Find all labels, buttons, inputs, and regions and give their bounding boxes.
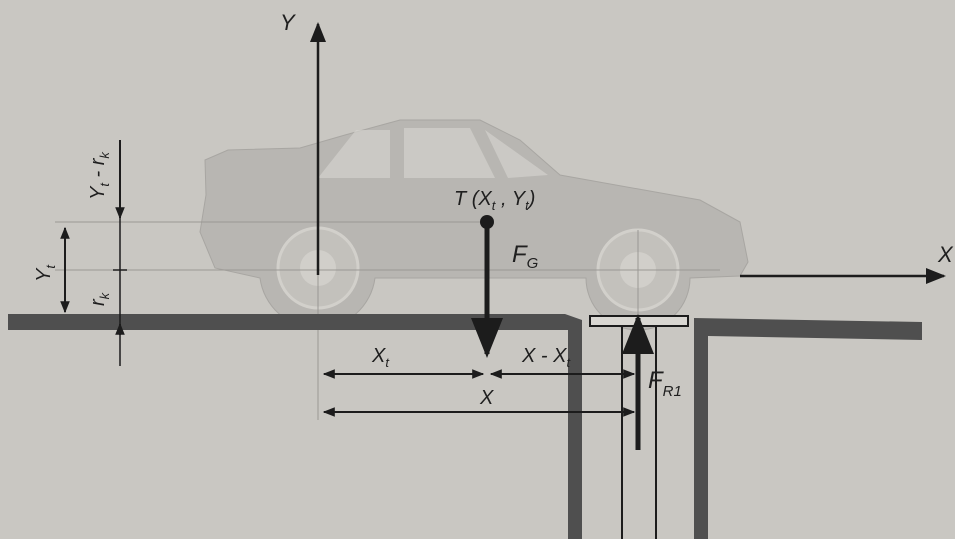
cog-point-label: T (Xt , Yt)	[454, 188, 535, 213]
dim-x-label: X	[479, 387, 494, 409]
car-window-rear	[485, 130, 548, 178]
ground-left	[8, 314, 582, 330]
dim-x-minus-xt-label: X - Xt	[521, 345, 571, 370]
reaction-force-label: FR1	[648, 367, 682, 400]
y-axis-label: Y	[280, 10, 296, 35]
x-axis-label: X	[937, 242, 954, 267]
dim-xt-label: Xt	[371, 345, 390, 370]
car-silhouette	[199, 119, 749, 331]
pit-wall-left	[568, 322, 582, 539]
dim-rk-label: rk	[87, 291, 112, 306]
gravity-force-label: FG	[512, 241, 539, 272]
dim-yt-minus-rk-label: Yt - rk	[87, 151, 112, 200]
dim-yt-label: Yt	[33, 264, 58, 282]
ground-structure	[8, 314, 922, 539]
car-window-middle	[404, 128, 495, 178]
car-window-front	[318, 130, 390, 178]
ground-right	[694, 318, 922, 539]
